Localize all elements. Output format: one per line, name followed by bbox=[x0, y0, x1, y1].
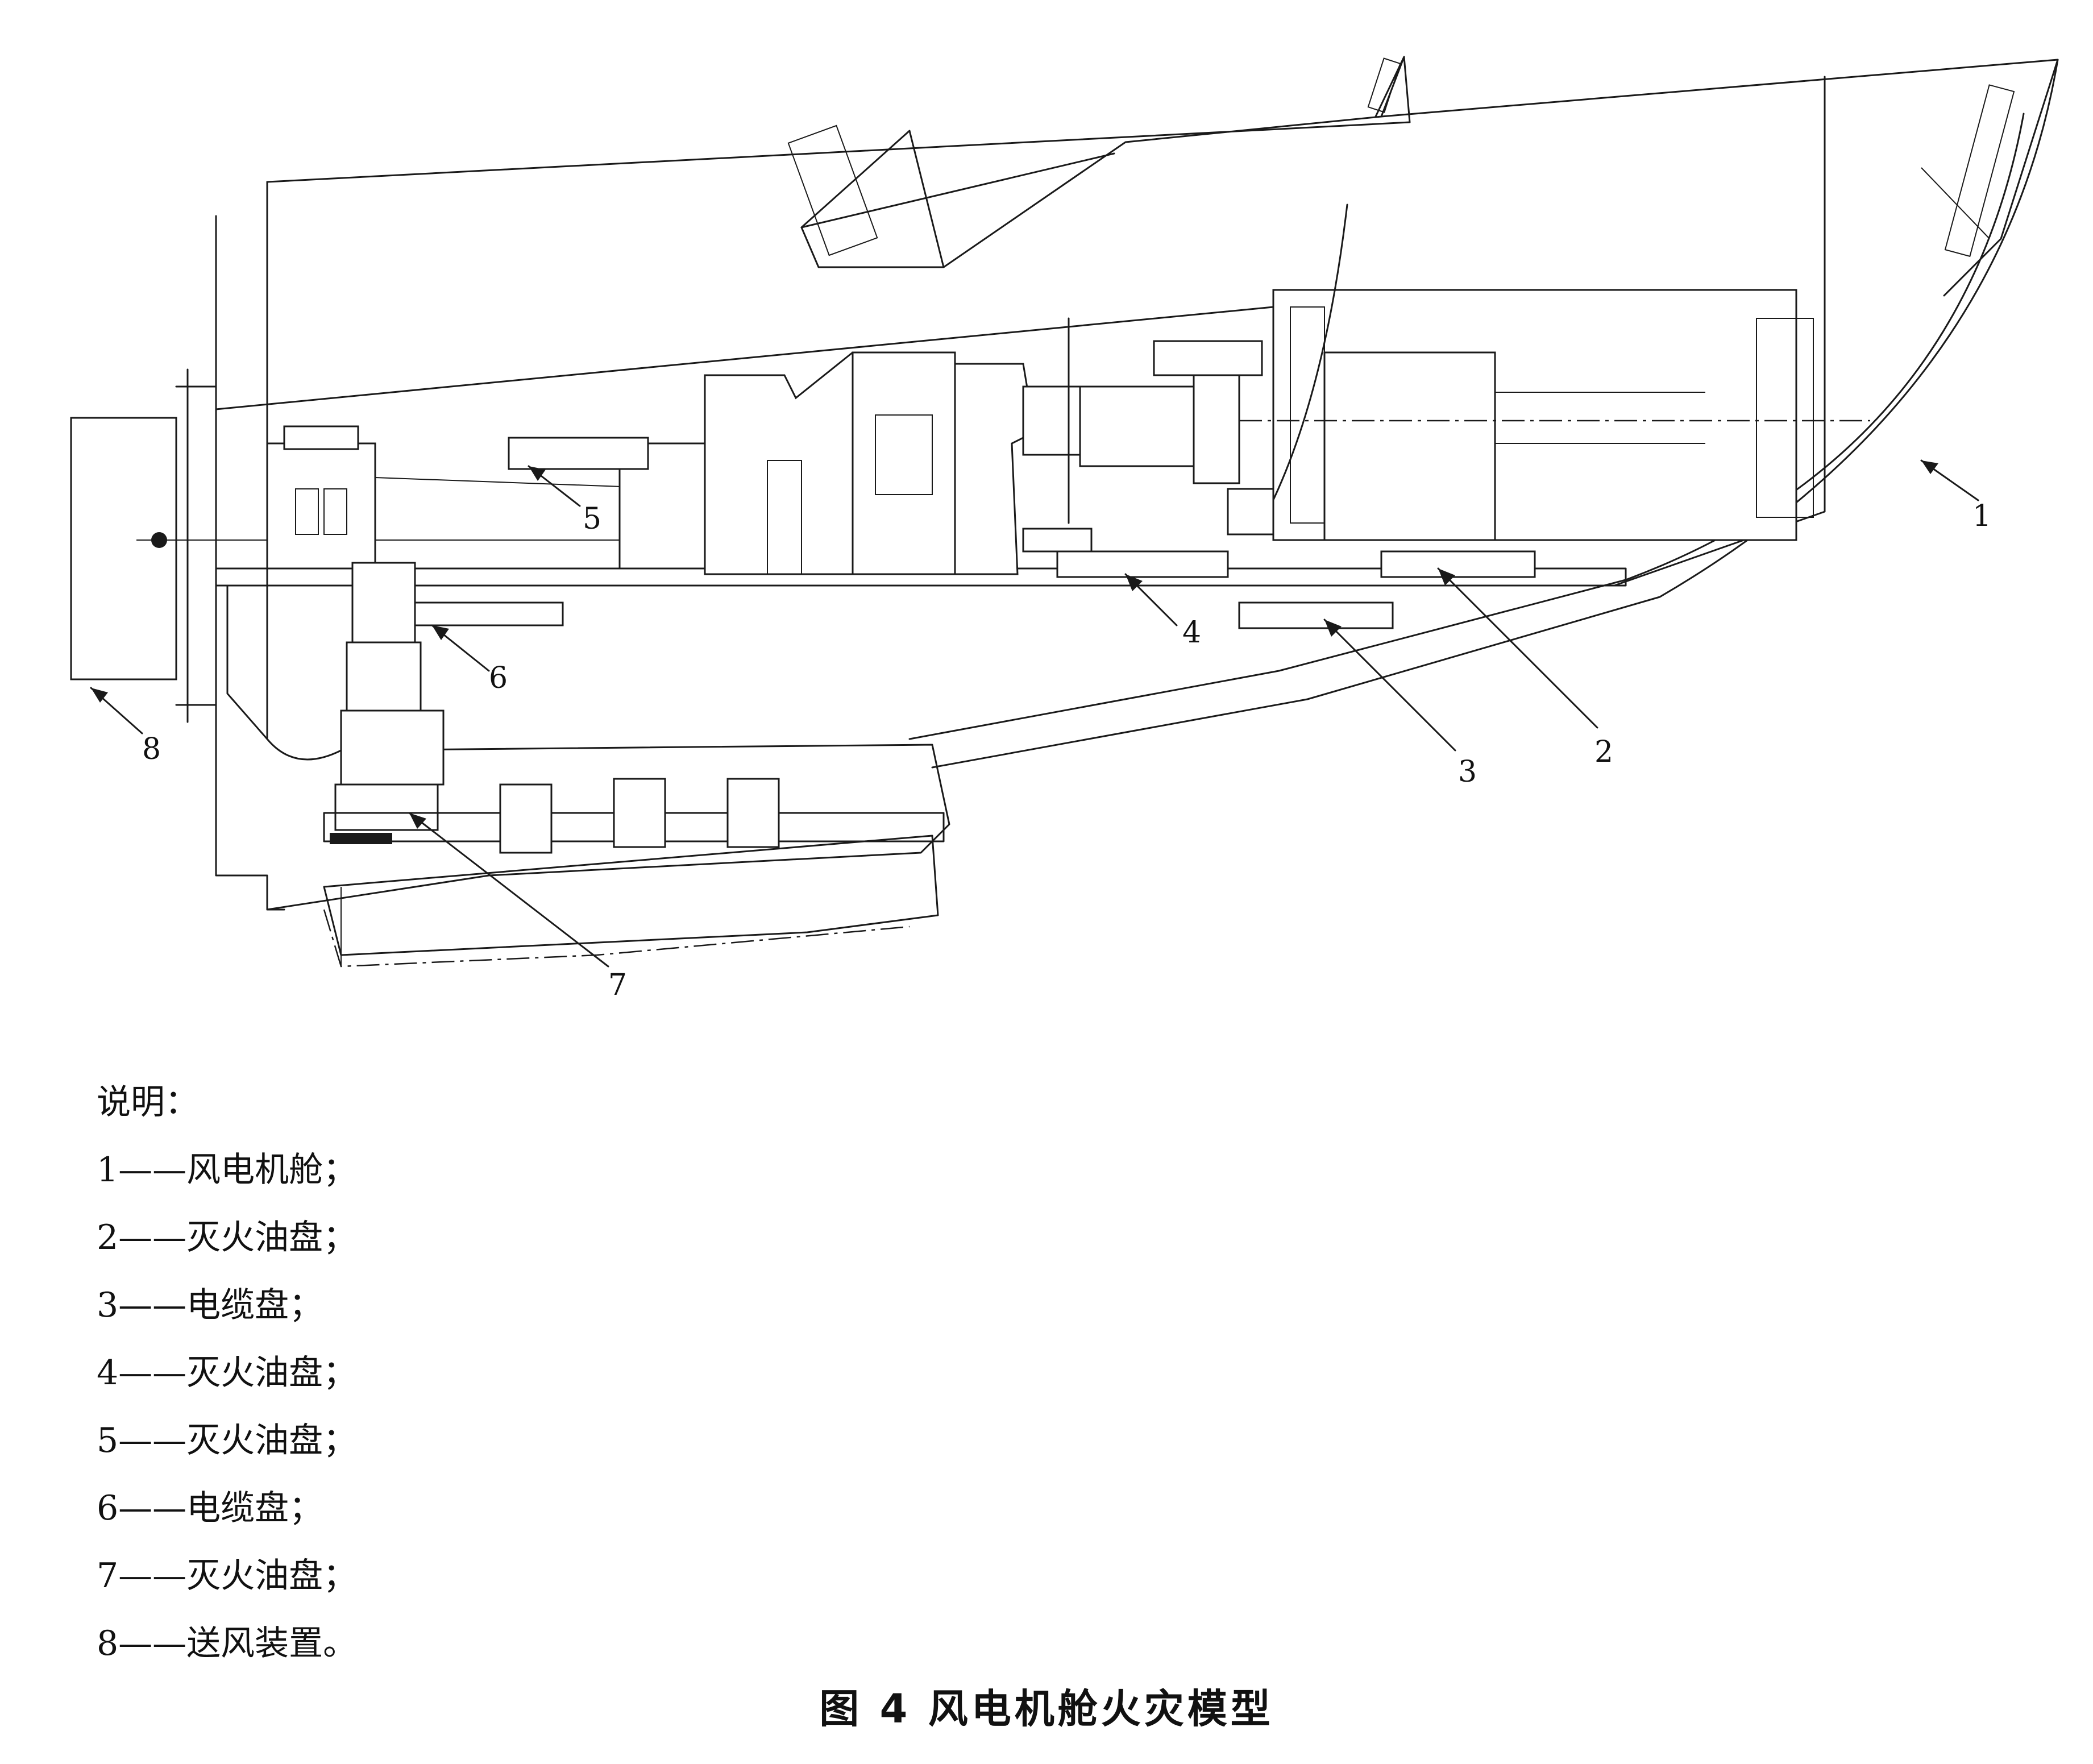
callout-8: 8 bbox=[142, 732, 161, 766]
gearbox bbox=[618, 351, 956, 575]
air-supply-box bbox=[70, 417, 177, 680]
gearbox-inspection-cover bbox=[875, 414, 933, 495]
callout-6: 6 bbox=[489, 661, 508, 695]
legend-item: 8——送风装置。 bbox=[97, 1624, 358, 1663]
yaw-drive bbox=[323, 562, 945, 854]
hatched-vent-left bbox=[1367, 57, 1401, 113]
air-supply-device bbox=[70, 368, 796, 723]
callout-2: 2 bbox=[1594, 735, 1613, 769]
legend-item: 2——灭火油盘； bbox=[97, 1218, 358, 1257]
front-bulkhead bbox=[226, 584, 268, 740]
legend-item: 3——电缆盘； bbox=[97, 1285, 323, 1325]
figure-caption: 图 4 风电机舱火灾模型 bbox=[819, 1686, 1274, 1732]
high-speed-shaft bbox=[1079, 385, 1201, 467]
legend-item: 1——风电机舱； bbox=[97, 1150, 358, 1190]
oil-pan-4 bbox=[1056, 550, 1229, 578]
tail-hatched-panel bbox=[1756, 318, 1814, 518]
legend-item: 4——灭火油盘； bbox=[97, 1353, 358, 1393]
legend-heading: 说明： bbox=[97, 1082, 199, 1122]
callout-7: 7 bbox=[608, 968, 627, 1002]
legend-item: 7——灭火油盘； bbox=[97, 1556, 358, 1596]
callout-leaders bbox=[90, 459, 1979, 968]
legend-item: 5——灭火油盘； bbox=[97, 1421, 358, 1460]
callout-5: 5 bbox=[583, 502, 601, 536]
callout-4: 4 bbox=[1182, 616, 1201, 650]
oil-pan-5 bbox=[508, 437, 649, 470]
roof-hatch bbox=[787, 124, 878, 256]
nacelle-fire-model-drawing: 1 2 3 4 5 6 7 8 bbox=[70, 56, 2059, 1002]
callout-3: 3 bbox=[1458, 755, 1477, 789]
legend: 说明： 1——风电机舱； 2——灭火油盘； 3——电缆盘； 4——灭火油盘； 5… bbox=[97, 1069, 357, 1678]
coupling-and-brake bbox=[954, 317, 1263, 575]
oil-pan-2 bbox=[1380, 550, 1536, 578]
callout-1: 1 bbox=[1972, 499, 1991, 533]
hatched-vent-right bbox=[1944, 84, 2015, 258]
cable-tray-3 bbox=[1238, 601, 1394, 629]
generator bbox=[1227, 204, 1870, 541]
nacelle-cover bbox=[215, 56, 2059, 968]
legend-item: 6——电缆盘； bbox=[97, 1488, 323, 1528]
cable-tray-6 bbox=[408, 601, 564, 626]
